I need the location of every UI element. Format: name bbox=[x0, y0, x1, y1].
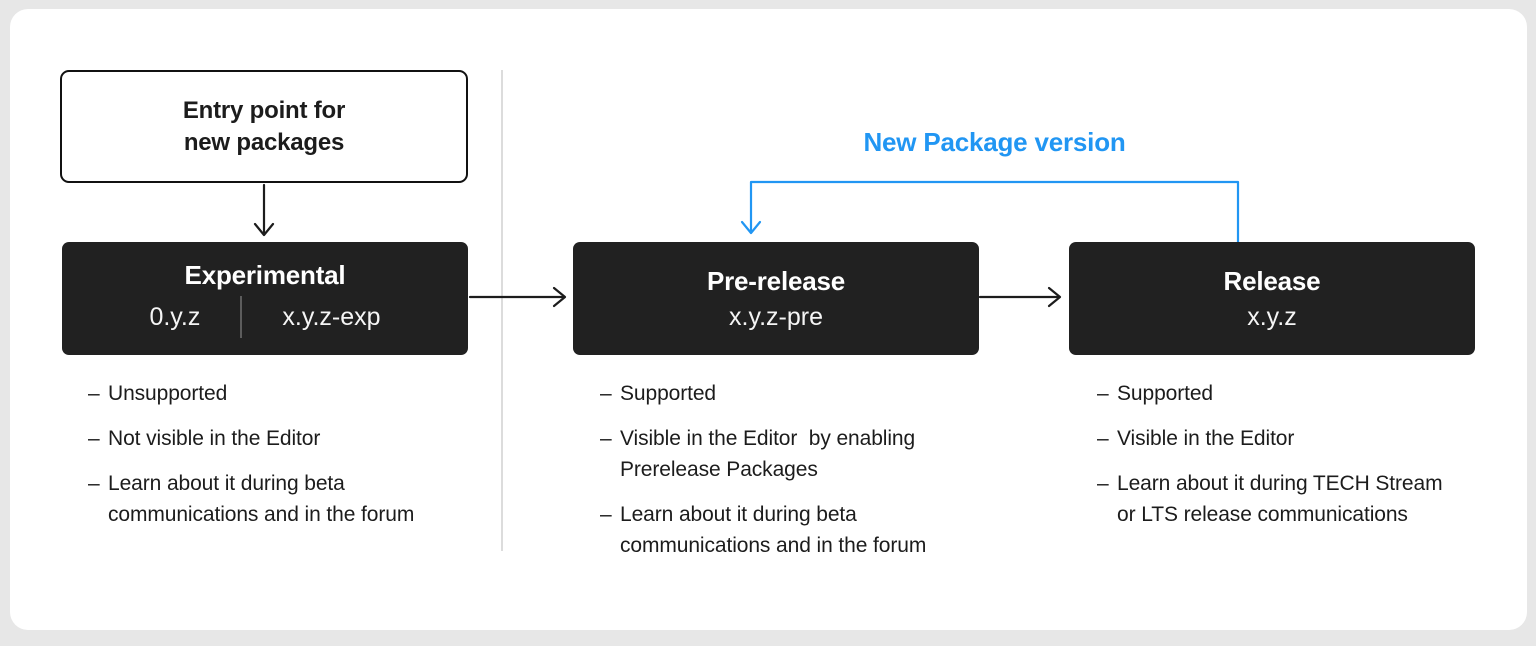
bullet-list-release: – Supported – Visible in the Editor – Le… bbox=[1097, 378, 1517, 544]
bullet-dash: – bbox=[88, 472, 100, 495]
stage-version: x.y.z bbox=[1247, 302, 1297, 331]
new-package-version-label: New Package version bbox=[863, 127, 1126, 157]
stage-title: Release bbox=[1223, 265, 1321, 296]
list-item: – Learn about it during beta communicati… bbox=[600, 499, 1020, 561]
list-item: – Not visible in the Editor bbox=[88, 423, 508, 454]
bullet-dash: – bbox=[600, 382, 612, 405]
bullet-text: Not visible in the Editor bbox=[108, 427, 321, 450]
list-item: – Unsupported bbox=[88, 378, 508, 409]
version-divider bbox=[240, 295, 243, 338]
bullet-dash: – bbox=[600, 427, 612, 450]
bullet-dash: – bbox=[1097, 472, 1109, 495]
list-item: – Supported bbox=[1097, 378, 1517, 409]
stage-box-release: Release x.y.z bbox=[1069, 242, 1475, 355]
bullet-text: Learn about it during beta communication… bbox=[108, 472, 415, 526]
bullet-text: Learn about it during TECH Stream or LTS… bbox=[1117, 472, 1443, 526]
stage-title: Pre-release bbox=[706, 265, 846, 296]
stage-version-row: 0.y.z x.y.z-exp bbox=[149, 295, 381, 338]
stage-box-experimental: Experimental 0.y.z x.y.z-exp bbox=[62, 242, 468, 355]
list-item: – Learn about it during TECH Stream or L… bbox=[1097, 468, 1517, 530]
stage-version-right: x.y.z-exp bbox=[282, 302, 381, 331]
stage-version: x.y.z-pre bbox=[729, 302, 823, 331]
entry-arrow bbox=[253, 183, 275, 237]
bullet-text: Supported bbox=[620, 382, 717, 405]
bullet-text: Visible in the Editor by enabling Prerel… bbox=[620, 427, 916, 481]
bullet-text: Supported bbox=[1117, 382, 1214, 405]
bullet-dash: – bbox=[1097, 427, 1109, 450]
bullet-text: Learn about it during beta communication… bbox=[620, 503, 927, 557]
list-item: – Visible in the Editor by enabling Prer… bbox=[600, 423, 1020, 485]
bullet-dash: – bbox=[1097, 382, 1109, 405]
bullet-dash: – bbox=[88, 382, 100, 405]
bullet-list-experimental: – Unsupported – Not visible in the Edito… bbox=[88, 378, 508, 544]
entry-point-label: Entry point for new packages bbox=[182, 96, 346, 156]
flow-arrow-experimental-to-prerelease bbox=[468, 286, 567, 308]
bullet-text: Unsupported bbox=[108, 382, 228, 405]
bullet-list-prerelease: – Supported – Visible in the Editor by e… bbox=[600, 378, 1020, 575]
bullet-text: Visible in the Editor bbox=[1117, 427, 1295, 450]
stage-title: Experimental bbox=[184, 259, 346, 290]
list-item: – Learn about it during beta communicati… bbox=[88, 468, 508, 530]
stage-box-prerelease: Pre-release x.y.z-pre bbox=[573, 242, 979, 355]
bullet-dash: – bbox=[600, 503, 612, 526]
stage-version-left: 0.y.z bbox=[149, 302, 201, 331]
entry-point-box: Entry point for new packages bbox=[60, 70, 468, 183]
flow-arrow-prerelease-to-release bbox=[978, 286, 1062, 308]
list-item: – Visible in the Editor bbox=[1097, 423, 1517, 454]
bullet-dash: – bbox=[88, 427, 100, 450]
new-version-connector bbox=[740, 180, 1240, 244]
list-item: – Supported bbox=[600, 378, 1020, 409]
